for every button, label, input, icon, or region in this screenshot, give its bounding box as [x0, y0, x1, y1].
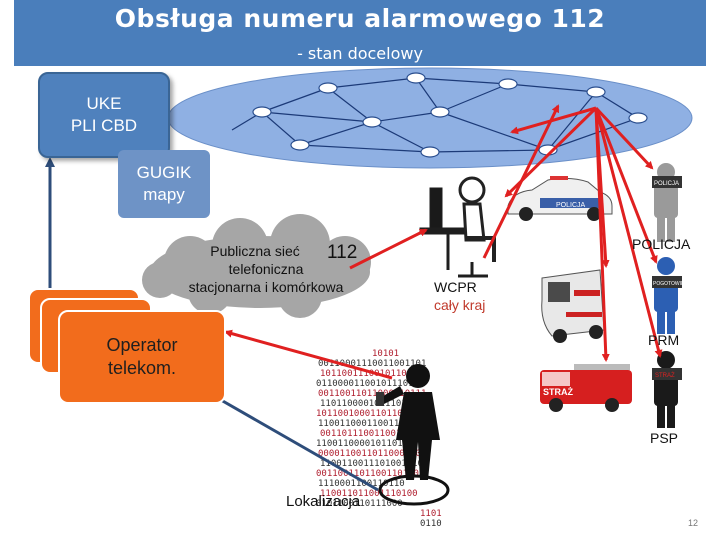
- police-badge-text: POLICJA: [654, 181, 679, 187]
- fire-truck-text: STRAŻ: [543, 387, 573, 397]
- title-banner: [14, 0, 706, 66]
- page-number: 12: [688, 518, 699, 528]
- wcpr-title: WCPR: [434, 279, 477, 295]
- police-car-text: POLICJA: [556, 202, 586, 209]
- router-icon: [586, 86, 606, 98]
- binary-row: 0000110011011000110: [318, 449, 421, 459]
- policja-label: POLICJA: [632, 236, 691, 252]
- binary-row: 00110011011000110111: [318, 389, 426, 399]
- telekom-label: telekom.: [107, 358, 177, 378]
- arrow-network-to-psp: [594, 107, 663, 358]
- router-icon: [430, 106, 450, 118]
- arrow-location-to-operator: [211, 394, 379, 492]
- cloud-line-3: stacjonarna i komórkowa: [188, 279, 344, 295]
- arrow-caller-to-operator: [224, 329, 393, 380]
- operator-label: Operator: [106, 335, 178, 355]
- binary-row: 00110001110011001101: [318, 359, 426, 369]
- router-icon: [318, 82, 338, 94]
- router-icon: [420, 146, 440, 158]
- router-icon: [290, 139, 310, 151]
- cloud-line-2: telefoniczna: [228, 261, 304, 277]
- gugik-label: GUGIK: [136, 163, 192, 182]
- page-subtitle: - stan docelowy: [297, 44, 423, 63]
- police-car-icon: POLICJA: [507, 176, 613, 221]
- arrow-network-to-police: [594, 106, 654, 170]
- router-icon: [362, 116, 382, 128]
- fire-truck-icon: STRAŻ: [540, 364, 632, 412]
- phone-network-cloud: [142, 214, 371, 318]
- uke-box: UKE PLI CBD: [38, 72, 170, 158]
- caller-figure: [376, 364, 440, 480]
- cloud-line-1: Publiczna sieć: [210, 243, 300, 259]
- binary-row: 10101: [372, 349, 399, 359]
- police-officer-figure: POLICJA: [652, 163, 682, 242]
- binary-row: 1110001100110110: [318, 479, 405, 489]
- paramedic-badge-text: POGOTOWIE: [653, 281, 685, 287]
- firefighter-figure: STRAŻ: [652, 351, 682, 428]
- paramedic-figure: POGOTOWIE: [652, 257, 685, 334]
- router-icon: [406, 72, 426, 84]
- binary-row: 0101100110111000: [316, 499, 403, 509]
- maps-label: mapy: [143, 185, 185, 204]
- psp-label: PSP: [650, 430, 679, 446]
- ambulance-icon: [541, 269, 605, 343]
- wcpr-label: WCPR cały kraj: [434, 278, 485, 314]
- location-ring: [378, 474, 450, 506]
- arrow-network-to-car: [504, 106, 598, 198]
- arrow-network-node: [510, 106, 597, 135]
- location-label: Lokalizacja: [286, 493, 361, 510]
- pli-cbd-label: PLI CBD: [70, 116, 138, 135]
- router-icon: [628, 112, 648, 124]
- binary-row: 0011001101100110110: [316, 469, 419, 479]
- binary-row: 110011011001110100: [320, 489, 418, 499]
- binary-row: 1100110011101001110: [320, 459, 423, 469]
- binary-row: 0011011100110011: [320, 429, 407, 439]
- dispatcher-figure: [419, 176, 496, 278]
- arrow-network-to-prm: [594, 107, 658, 264]
- binary-row: 1101: [420, 509, 442, 519]
- red-arrows: [224, 104, 663, 380]
- wcpr-scope: cały kraj: [434, 297, 486, 313]
- binary-row: 1011001000110110111: [316, 409, 419, 419]
- binary-row: 011000011001011101: [316, 379, 414, 389]
- router-icon: [498, 78, 518, 90]
- firefighter-badge-text: STRAŻ: [655, 372, 675, 379]
- operator-box: Operator telekom.: [58, 310, 226, 404]
- gugik-box: GUGIK mapy: [118, 150, 210, 218]
- router-icon: [252, 106, 272, 118]
- uke-label: UKE: [86, 94, 122, 113]
- binary-row: 11011000010111010010: [320, 399, 428, 409]
- binary-row: 0110: [420, 519, 442, 529]
- prm-label: PRM: [648, 332, 680, 348]
- arrow-network-to-firetruck: [594, 107, 610, 362]
- binary-row: 1100110001100110: [318, 419, 405, 429]
- emergency-number: 112: [327, 242, 358, 263]
- network-mesh: [231, 77, 639, 153]
- cloud-label: Publiczna sieć telefoniczna stacjonarna …: [176, 242, 356, 296]
- page-title: Obsługa numeru alarmowego 112: [114, 4, 606, 33]
- binary-row: 110011000010110101: [316, 439, 414, 449]
- arrow-cloud-to-wcpr: [349, 228, 428, 270]
